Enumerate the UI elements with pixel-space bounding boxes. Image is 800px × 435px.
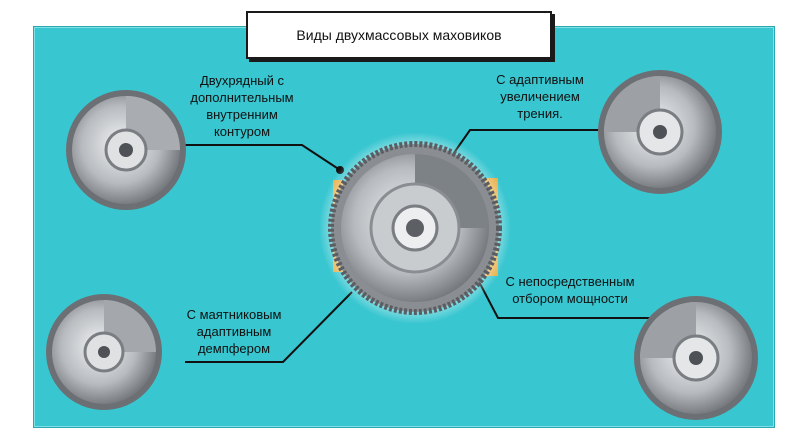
label-bottom-left: С маятниковым адаптивным демпфером	[176, 306, 292, 357]
label-line: трения.	[517, 106, 563, 121]
label-line: демпфером	[197, 341, 271, 356]
label-line: контуром	[213, 124, 271, 139]
label-line: С непосредственным	[505, 274, 635, 289]
label-line: С адаптивным	[496, 72, 584, 87]
diagram-title: Виды двухмассовых маховиков	[246, 11, 552, 59]
label-line: адаптивным	[196, 324, 272, 339]
flywheel-top-left	[66, 90, 186, 210]
connector-top-left	[183, 144, 341, 171]
label-line: дополнительным	[190, 90, 294, 105]
label-line: Двухрядный с	[199, 73, 285, 88]
label-top-right: С адаптивным увеличением трения.	[480, 71, 600, 122]
label-bottom-right: С непосредственным отбором мощности	[500, 273, 640, 307]
flywheel-top-right	[598, 70, 722, 194]
center-flywheel	[319, 132, 511, 324]
label-top-left: Двухрядный с дополнительным внутренним к…	[178, 72, 306, 140]
flywheel-bottom-right	[634, 296, 758, 420]
flywheel-bottom-left	[46, 294, 162, 410]
connector-bottom-left	[185, 291, 353, 363]
label-line: отбором мощности	[512, 291, 628, 306]
label-line: внутренним	[206, 107, 278, 122]
label-line: увеличением	[500, 89, 580, 104]
label-line: С маятниковым	[186, 307, 282, 322]
